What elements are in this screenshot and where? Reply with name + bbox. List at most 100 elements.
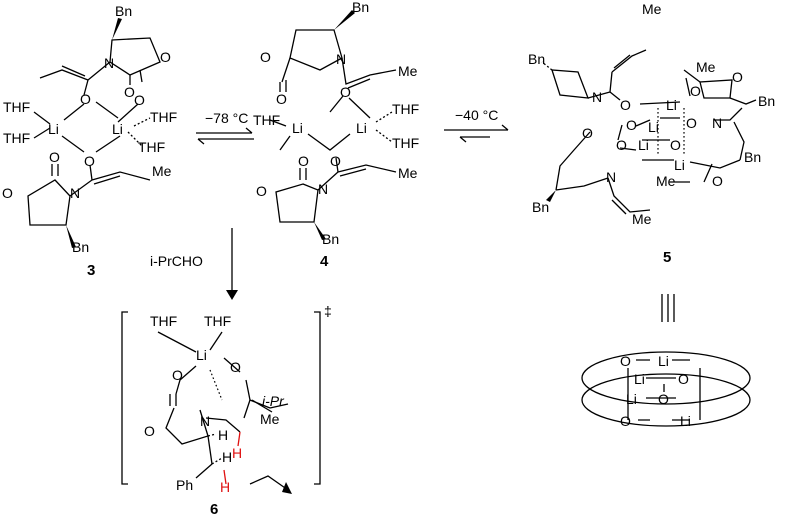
n-label-4a: N [336,51,346,67]
li-label-cube-2: Li [634,371,645,387]
compound-6-structure [157,331,292,494]
li-label-4b: Li [356,120,367,136]
li-label-6: Li [196,347,207,363]
o-label-4e: O [298,153,309,169]
o-label-3f: O [49,149,60,165]
o-label-3b: O [124,84,135,100]
o-label-4d: O [330,153,341,169]
n-label-3b: N [70,185,80,201]
thf-label-6b: THF [204,313,231,329]
ph-label-6: Ph [176,477,193,493]
bn-label-3a: Bn [115,3,132,19]
o-label-cube-4: O [620,413,631,429]
o-label-3a: O [160,49,171,65]
o-label-5g: O [670,137,681,153]
thf-label-6a: THF [150,313,177,329]
h-label-6b: H [222,449,232,465]
compound-label-3: 3 [87,262,95,279]
h-label-6-red-2: H [220,479,230,495]
me-label-4b: Me [398,165,418,181]
o-label-6b: O [172,367,183,383]
o-label-cube-2: O [678,371,689,387]
o-label-cube-3: O [658,391,669,407]
o-label-4f: O [256,183,267,199]
compound-4-structure [269,10,397,240]
o-label-5i: O [712,173,723,189]
o-label-6c: O [144,423,155,439]
thf-label-3b: THF [3,130,30,146]
fn-label-5: Bn [744,149,761,165]
li-label-5c: Li [638,137,649,153]
dagger-symbol: ‡ [324,303,332,319]
li-label-cube-4: Li [680,413,691,429]
li-label-cube-1: Li [658,353,669,369]
li-label-5d: Li [674,157,685,173]
o-label-5h: O [582,125,593,141]
compound-label-6: 6 [210,501,218,518]
me-label-3: Me [152,163,172,179]
temp-label-2: −40 °C [455,107,498,123]
li-label-5a: Li [666,97,677,113]
n-label-6: N [200,413,210,429]
o-label-6a: O [230,359,241,375]
h-label-6-red-1: H [232,445,242,461]
o-label-4b: O [276,91,287,107]
o-label-3d: O [134,92,145,108]
li-label-4a: Li [292,120,303,136]
li-label-5b: Li [648,119,659,135]
n-label-5b: N [712,115,722,131]
n-label-5a: N [592,89,602,105]
bn-label-3b: Bn [72,239,89,255]
bn-label-4b: Bn [322,231,339,247]
brackets-6 [121,311,321,485]
o-label-5f: O [616,137,627,153]
o-label-3g: O [2,185,13,201]
h-label-6a: H [218,427,228,443]
me-label-6: Me [260,411,280,427]
o-label-3c: O [80,91,91,107]
n-label-4b: N [318,181,328,197]
o-label-5a: O [620,97,631,113]
li-label-3a: Li [48,121,59,137]
o-label-4a: O [260,49,271,65]
compound-3-structure [27,18,161,248]
thf-label-4b: THF [392,101,419,117]
n-label-5c: N [606,169,616,185]
thf-label-3d: THF [138,139,165,155]
equilibrium-arrows-2 [444,124,509,143]
thf-label-3a: THF [3,99,30,115]
compound-5-structure [541,49,757,215]
bn-label-5c: Bn [532,199,549,215]
cube-diagram [581,351,751,427]
me-label-5b: Me [696,59,716,75]
thf-label-4c: THF [392,135,419,151]
equilibrium-arrows-1 [196,127,254,145]
o-label-cube-1: O [620,353,631,369]
bn-label-5b: Bn [758,93,775,109]
reaction-arrow-down [226,228,238,300]
me-label-4a: Me [398,63,418,79]
reagent-label: i-PrCHO [150,253,203,269]
equivalence-symbol [661,294,675,322]
temp-label-1: −78 °C [205,110,248,126]
o-label-5e: O [686,115,697,131]
me-label-5c: Me [656,173,676,189]
o-label-5b: O [690,83,701,99]
o-label-4c: O [340,84,351,100]
me-label-5a: Me [642,1,662,17]
ipr-label-6: i-Pr [262,393,285,409]
thf-label-4a: THF [253,112,280,128]
compound-label-5: 5 [663,249,671,266]
n-label-3a: N [104,55,114,71]
li-label-cube-3: Li [626,391,637,407]
o-label-5d: O [626,117,637,133]
me-label-5d: Me [632,211,652,227]
thf-label-3c: THF [150,109,177,125]
o-label-3e: O [84,153,95,169]
bn-label-5a: Bn [528,51,545,67]
li-label-3b: Li [112,121,123,137]
o-label-5c: O [732,69,743,85]
compound-label-4: 4 [320,253,329,270]
bn-label-4a: Bn [352,0,369,15]
